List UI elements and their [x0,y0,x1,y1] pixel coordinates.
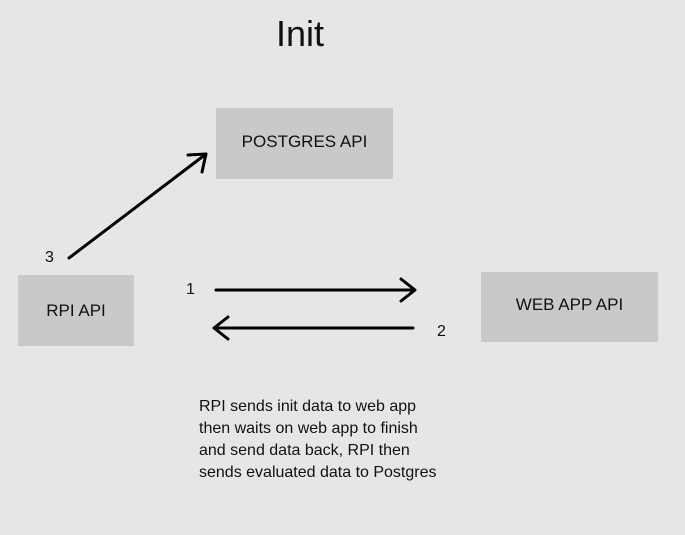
edge-label-2: 2 [437,323,446,340]
arrow-webapp-to-rpi [212,315,415,341]
arrow-rpi-to-webapp [214,277,417,303]
note-line: and send data back, RPI then [199,442,410,459]
postgres-api-node: POSTGRES API [216,108,393,179]
description-note: RPI sends init data to web app then wait… [199,396,499,484]
web-app-api-node: WEB APP API [481,272,658,342]
note-line: sends evaluated data to Postgres [199,464,437,481]
edge-label-1: 1 [186,281,195,298]
note-line: RPI sends init data to web app [199,398,417,415]
arrow-rpi-to-postgres [67,152,208,260]
rpi-api-node: RPI API [18,275,134,346]
note-line: then waits on web app to finish [199,420,418,437]
diagram-title: Init [275,13,325,54]
edge-label-3: 3 [45,249,54,266]
